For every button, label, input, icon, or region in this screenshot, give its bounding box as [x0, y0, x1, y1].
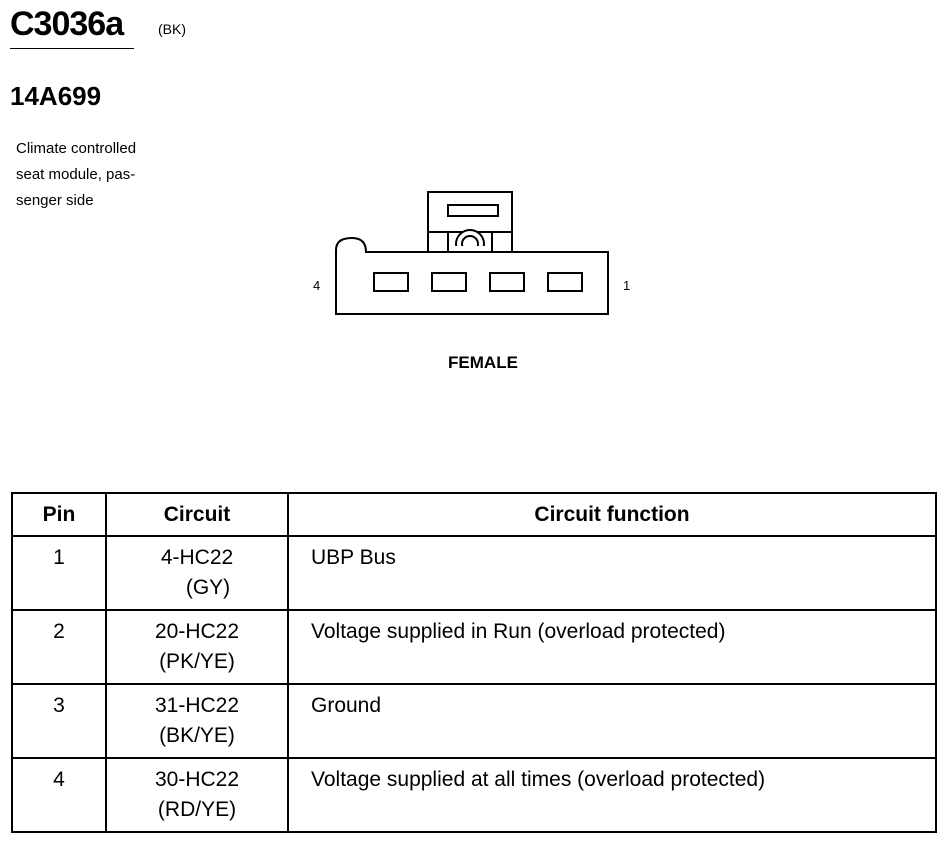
cell-circuit: 30-HC22 (RD/YE) — [105, 757, 289, 833]
cell-function: UBP Bus — [287, 535, 937, 611]
cell-function: Voltage supplied at all times (overload … — [287, 757, 937, 833]
circuit-color: (PK/YE) — [159, 650, 235, 673]
description-line: seat module, pas- — [16, 166, 136, 183]
table-row: 2 20-HC22 (PK/YE) Voltage supplied in Ru… — [11, 609, 937, 685]
cell-circuit: 20-HC22 (PK/YE) — [105, 609, 289, 685]
table-row: 4 30-HC22 (RD/YE) Voltage supplied at al… — [11, 757, 937, 833]
table-row: 3 31-HC22 (BK/YE) Ground — [11, 683, 937, 759]
connector-body — [335, 236, 609, 315]
header-pin: Pin — [11, 492, 107, 537]
circuit-color: (RD/YE) — [157, 798, 237, 821]
cell-pin: 1 — [11, 535, 107, 611]
connector-id-underline — [10, 48, 134, 49]
pin-cavity-4 — [373, 272, 409, 292]
cell-circuit: 31-HC22 (BK/YE) — [105, 683, 289, 759]
connector-description: Climate controlled seat module, pas- sen… — [16, 136, 176, 214]
cell-function: Ground — [287, 683, 937, 759]
connector-gender-label: FEMALE — [448, 353, 518, 372]
circuit-number: 20-HC22 — [154, 620, 240, 643]
header-function: Circuit function — [287, 492, 937, 537]
pin-label-left: 4 — [313, 278, 321, 293]
cell-pin: 3 — [11, 683, 107, 759]
connector-color: (BK) — [158, 21, 186, 37]
table-row: 1 4-HC22 (GY) UBP Bus — [11, 535, 937, 611]
pin-label-right: 1 — [623, 278, 631, 293]
description-line: senger side — [16, 192, 94, 209]
table-header-row: Pin Circuit Circuit function — [11, 492, 937, 537]
circuit-number: 30-HC22 — [154, 768, 240, 791]
circuit-number: 4-HC22 — [160, 546, 234, 569]
circuit-color: (GY) — [185, 576, 231, 599]
locking-tab-slot — [447, 204, 499, 217]
cell-pin: 4 — [11, 757, 107, 833]
pin-cavity-1 — [547, 272, 583, 292]
header-circuit: Circuit — [105, 492, 289, 537]
cell-pin: 2 — [11, 609, 107, 685]
cell-circuit: 4-HC22 (GY) — [105, 535, 289, 611]
circuit-color: (BK/YE) — [159, 724, 235, 747]
pin-cavity-2 — [489, 272, 525, 292]
connector-face-diagram — [335, 191, 609, 315]
latch-cover — [450, 246, 490, 254]
pin-cavity-3 — [431, 272, 467, 292]
connector-id: C3036a — [10, 5, 124, 43]
part-number: 14A699 — [10, 81, 102, 111]
circuit-number: 31-HC22 — [154, 694, 240, 717]
description-line: Climate controlled — [16, 140, 137, 157]
pinout-table: Pin Circuit Circuit function 1 4-HC22 (G… — [11, 492, 937, 833]
cell-function: Voltage supplied in Run (overload protec… — [287, 609, 937, 685]
